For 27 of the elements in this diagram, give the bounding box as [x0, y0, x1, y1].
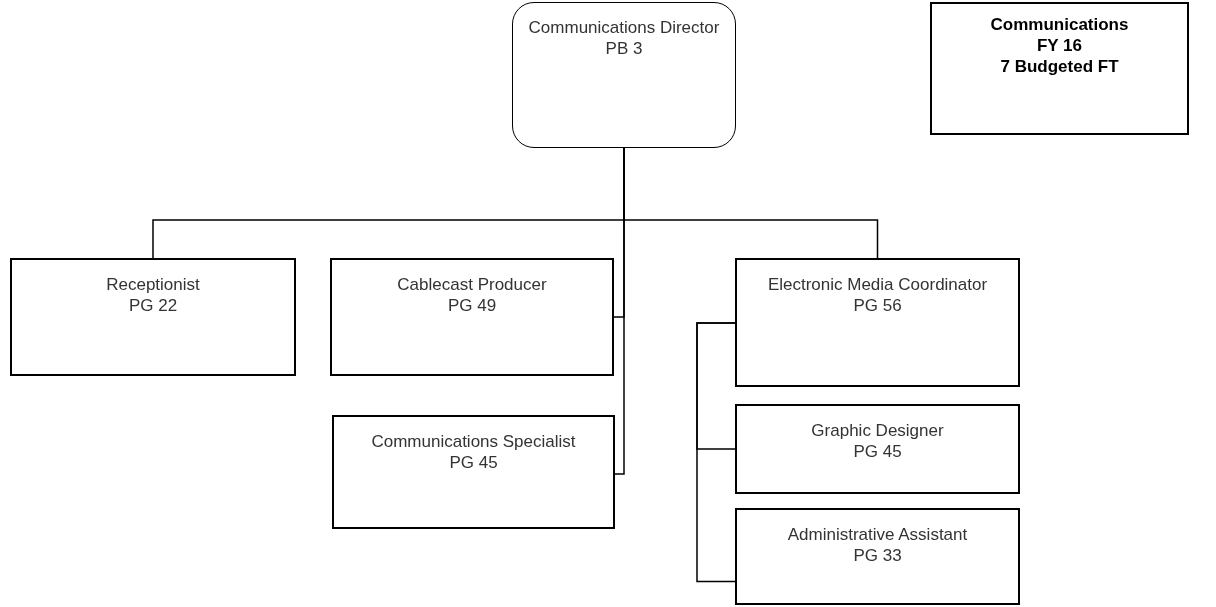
- position-box: [735, 258, 1020, 387]
- box-text: PG 56: [853, 295, 902, 316]
- position-box: [332, 415, 615, 529]
- box-text: PG 22: [128, 295, 178, 316]
- box-text: FY 16: [1036, 35, 1083, 56]
- box-text: PG 45: [853, 441, 902, 462]
- position-title: Receptionist: [106, 274, 200, 295]
- position-box: [735, 508, 1020, 605]
- position-title: Communications Director: [528, 17, 720, 38]
- connector-line: [614, 147, 625, 475]
- position-title: Administrative Assistant: [787, 524, 968, 545]
- position-box: [735, 404, 1020, 494]
- position-title: Electronic Media Coordinator: [767, 274, 988, 295]
- position-title: Communications Specialist: [371, 431, 576, 452]
- position-box: [10, 258, 296, 376]
- box-text: PB 3: [605, 38, 643, 59]
- box-text: PG 33: [853, 545, 902, 566]
- position-box: [330, 258, 614, 376]
- box-text: PG 49: [447, 295, 497, 316]
- summary-box: [930, 2, 1189, 135]
- box-text: Communications: [990, 14, 1129, 35]
- position-title: Graphic Designer: [811, 420, 944, 441]
- connector-line: [696, 322, 736, 583]
- position-box: [512, 2, 736, 148]
- box-text: PG 45: [449, 452, 498, 473]
- box-text: 7 Budgeted FT: [1000, 56, 1119, 77]
- position-title: Cablecast Producer: [397, 274, 547, 295]
